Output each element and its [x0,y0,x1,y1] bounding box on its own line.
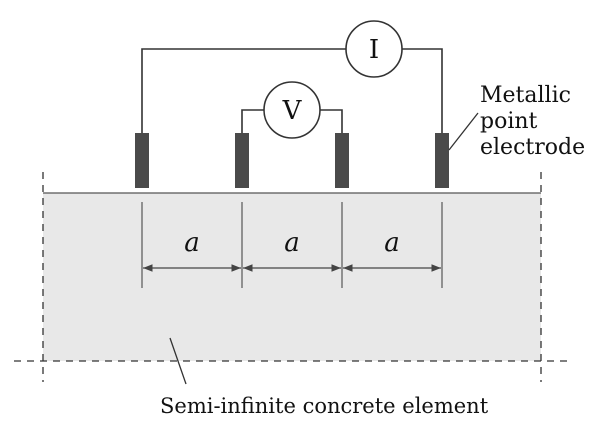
voltmeter-circle [263,81,321,139]
ammeter: I [345,20,403,78]
spacing-label-1: a [184,228,200,258]
concrete-element [43,193,541,361]
electrode-4 [435,133,449,188]
voltmeter-label: V [282,96,303,126]
voltage-wire-right [320,109,343,133]
spacing-label-2: a [284,228,300,258]
voltmeter: V [263,81,321,139]
electrode-2 [235,133,249,188]
ammeter-circle [345,20,403,78]
element-callout-line [169,337,187,385]
electrode-callout-line [448,112,479,151]
voltage-wire-left [241,109,264,133]
spacing-label-3: a [384,228,400,258]
electrode-label-line2: point [480,109,538,134]
electrode-1 [135,133,149,188]
current-wire-left [141,48,346,133]
current-wire-right [402,48,443,133]
ammeter-label: I [369,35,379,65]
electrode-label-line1: Metallic [480,83,571,108]
electrode-3 [335,133,349,188]
electrode-label-line3: electrode [480,135,585,160]
element-label: Semi-infinite concrete element [160,394,489,418]
